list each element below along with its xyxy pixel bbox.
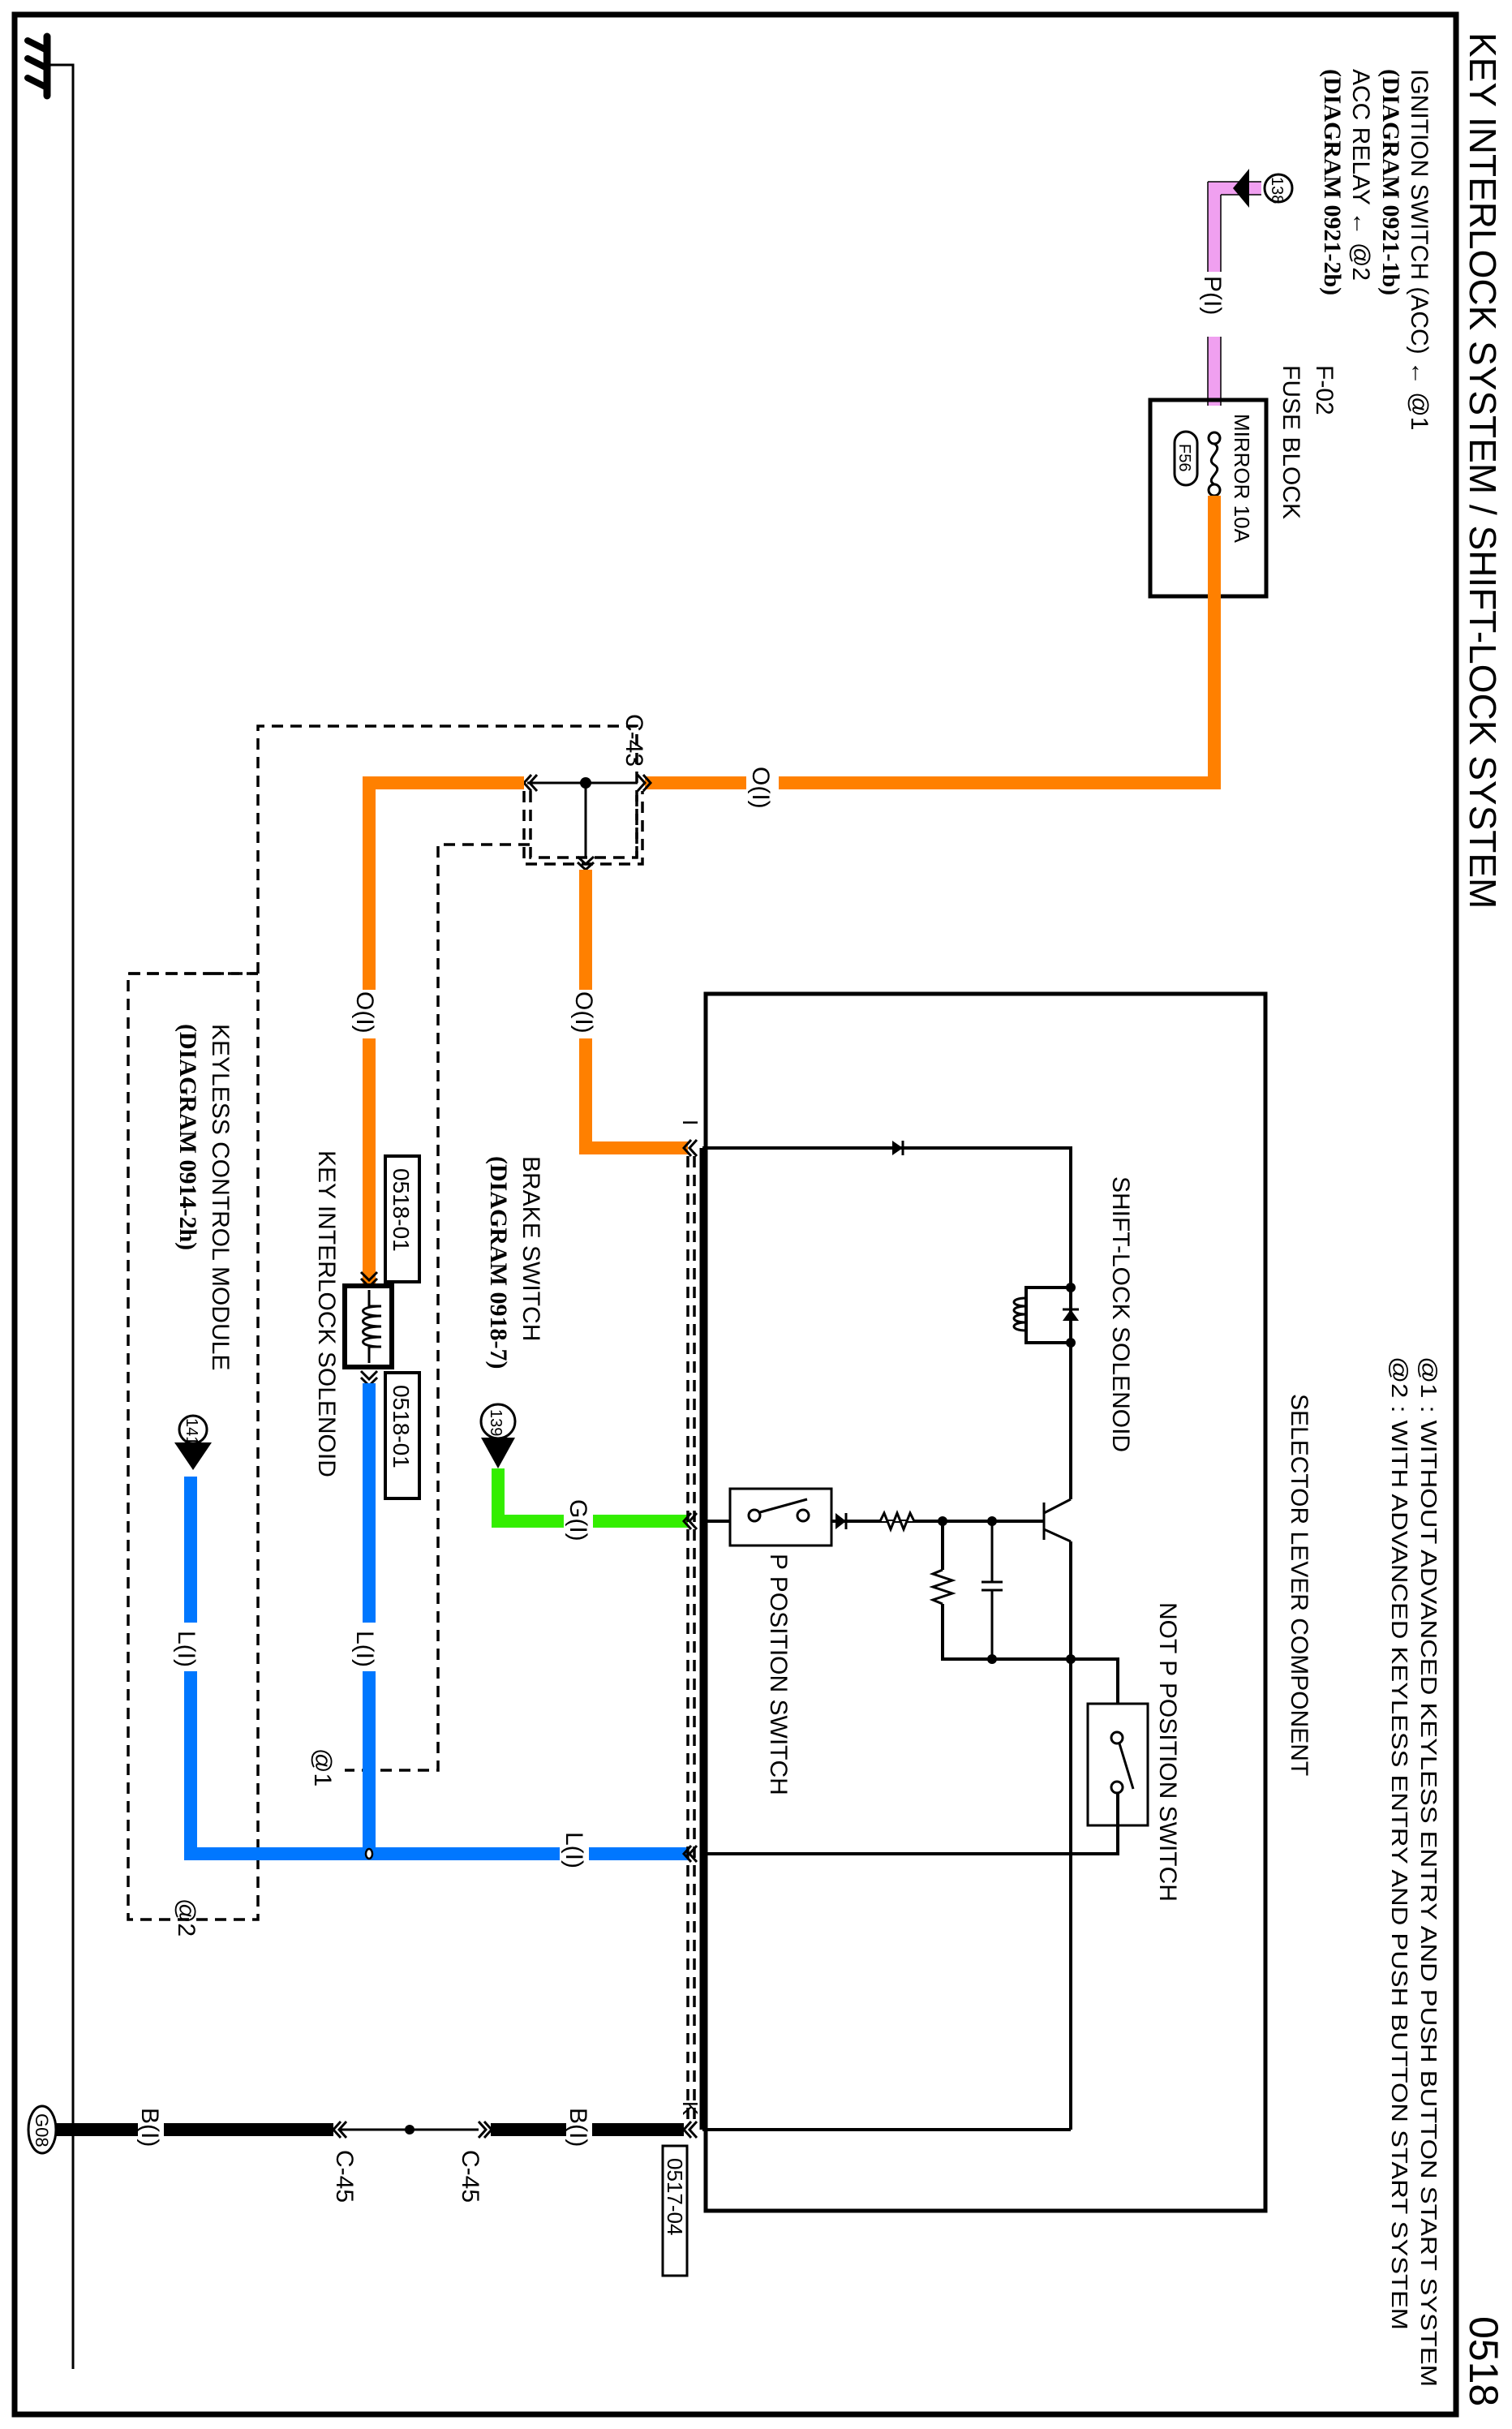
option-at1-label: @1	[309, 1748, 336, 1786]
not-p-position-switch: NOT P POSITION SWITCH	[702, 1602, 1181, 1902]
option-at2-boundary	[127, 724, 638, 1921]
arrow-down-icon	[1233, 169, 1249, 208]
fuse-label: MIRROR 10A	[1230, 414, 1254, 544]
wire-green: G(I)	[492, 1468, 698, 1546]
wire-label-black-right: B(I)	[565, 2108, 591, 2147]
ignition-diagram-ref: (DIAGRAM 0921-1b)	[1377, 69, 1404, 295]
diode-icon	[892, 1141, 903, 1155]
c43-label: C-43	[621, 714, 647, 767]
keyless-module-label: KEYLESS CONTROL MODULE	[207, 1024, 234, 1370]
wire-label-orange-top: O(I)	[747, 767, 774, 809]
resistor-icon	[878, 1509, 916, 1533]
ground-symbol-icon	[24, 32, 75, 2369]
note-at2: @2 : WITH ADVANCED KEYLESS ENTRY AND PUS…	[1387, 1356, 1412, 2330]
arrow-down-icon	[481, 1438, 515, 1468]
wire-label-green: G(I)	[565, 1499, 591, 1541]
ref-138-label: 138	[1268, 177, 1286, 204]
pin-i-connector: I	[678, 1120, 702, 1158]
ignition-switch-label: IGNITION SWITCH (ACC) ← @1	[1406, 69, 1433, 430]
brake-switch-source: BRAKE SWITCH (DIAGRAM 0918-7) 139	[479, 1156, 544, 1468]
diode-icon	[835, 1513, 846, 1529]
fuse-block-name: FUSE BLOCK	[1278, 365, 1304, 519]
wire-label-blue-main: L(I)	[561, 1832, 587, 1868]
wire-label-black-left: B(I)	[136, 2108, 163, 2147]
keyless-diagram-ref: (DIAGRAM 0914-2h)	[174, 1024, 201, 1250]
note-at1: @1 : WITHOUT ADVANCED KEYLESS ENTRY AND …	[1416, 1356, 1441, 2387]
key-interlock-solenoid-label: KEY INTERLOCK SOLENOID	[313, 1150, 340, 1477]
wire-pink: P(I)	[1199, 181, 1261, 406]
ref-0518-01-a: 0518-01	[389, 1168, 414, 1252]
fuse-block-id: F-02	[1311, 365, 1338, 415]
shift-lock-solenoid-label: SHIFT-LOCK SOLENOID	[1107, 1176, 1134, 1452]
pin-i-label: I	[678, 1120, 702, 1125]
selector-lever-label: SELECTOR LEVER COMPONENT	[1286, 1394, 1312, 1776]
ref-138-arrow: 138	[1233, 169, 1294, 208]
wire-label-orange-mid: O(I)	[570, 991, 597, 1034]
p-position-switch-label: P POSITION SWITCH	[765, 1554, 792, 1795]
pin-k-connector: K 0517-04	[661, 2101, 702, 2277]
shift-lock-solenoid: SHIFT-LOCK SOLENOID	[1012, 1176, 1134, 1452]
transistor-icon	[1042, 1468, 1072, 2130]
key-interlock-solenoid: 0518-01 0518-01 KEY INTERLOCK SOLENOID	[313, 1150, 421, 1500]
wire-orange-left: O(I)	[349, 776, 524, 1288]
keyless-control-module: KEYLESS CONTROL MODULE (DIAGRAM 0914-2h)…	[174, 1024, 234, 1470]
option-at1-boundary	[345, 843, 530, 1772]
wire-label-orange-left: O(I)	[351, 991, 378, 1034]
not-p-position-switch-label: NOT P POSITION SWITCH	[1154, 1602, 1181, 1902]
wire-label-blue-solenoid: L(I)	[351, 1631, 378, 1667]
option-at2-label: @2	[173, 1898, 200, 1937]
ref-139-label: 139	[487, 1409, 505, 1436]
fuse-id: F56	[1175, 444, 1193, 471]
wire-blue: L(I) L(I) L(I)	[170, 1383, 698, 1878]
wire-label-blue-keyless: L(I)	[173, 1631, 200, 1667]
capacitor-icon	[982, 1521, 1003, 1659]
page-frame	[11, 11, 1459, 2418]
selector-lever-component: SELECTOR LEVER COMPONENT SHIFT-LOCK SOLE…	[686, 991, 1312, 2213]
acc-diagram-ref: (DIAGRAM 0921-2b)	[1319, 69, 1346, 295]
pin-k-label: K	[678, 2101, 702, 2116]
brake-switch-label: BRAKE SWITCH	[518, 1156, 544, 1341]
c45-label-b: C-45	[457, 2150, 483, 2203]
ref-0518-01-b: 0518-01	[389, 1385, 414, 1468]
connector-c43: C-43	[522, 714, 653, 872]
wire-orange-mid: O(I)	[568, 870, 688, 1154]
fuse-icon	[1207, 431, 1222, 497]
c45-label-a: C-45	[331, 2150, 358, 2203]
ref-0517-04: 0517-04	[663, 2158, 687, 2235]
coil-icon	[1012, 1296, 1027, 1332]
brake-diagram-ref: (DIAGRAM 0918-7)	[485, 1156, 512, 1369]
coil-icon	[362, 1305, 382, 1348]
wire-black: B(I) C-45 C-45 B(I)	[55, 2105, 684, 2203]
ground-g08: G08	[27, 2104, 58, 2155]
p-position-switch: P POSITION SWITCH	[702, 1487, 1044, 1795]
diode-icon	[1063, 1309, 1079, 1321]
page-title: KEY INTERLOCK SYSTEM / SHIFT-LOCK SYSTEM	[1462, 32, 1504, 909]
acc-relay-label: ACC RELAY ← @2	[1347, 69, 1374, 281]
page-number: 0518	[1461, 2316, 1506, 2406]
fuse-block: F-02 FUSE BLOCK MIRROR 10A F56	[1148, 365, 1338, 599]
ground-g08-label: G08	[32, 2113, 52, 2147]
wire-label-pink: P(I)	[1199, 276, 1226, 315]
ref-141-label: 141	[183, 1418, 200, 1445]
resistor-icon	[929, 1568, 956, 1606]
ignition-acc-source: IGNITION SWITCH (ACC) ← @1 (DIAGRAM 0921…	[1319, 69, 1433, 430]
wire-orange-top: O(I)	[645, 496, 1221, 811]
arrow-down-icon	[174, 1442, 212, 1470]
